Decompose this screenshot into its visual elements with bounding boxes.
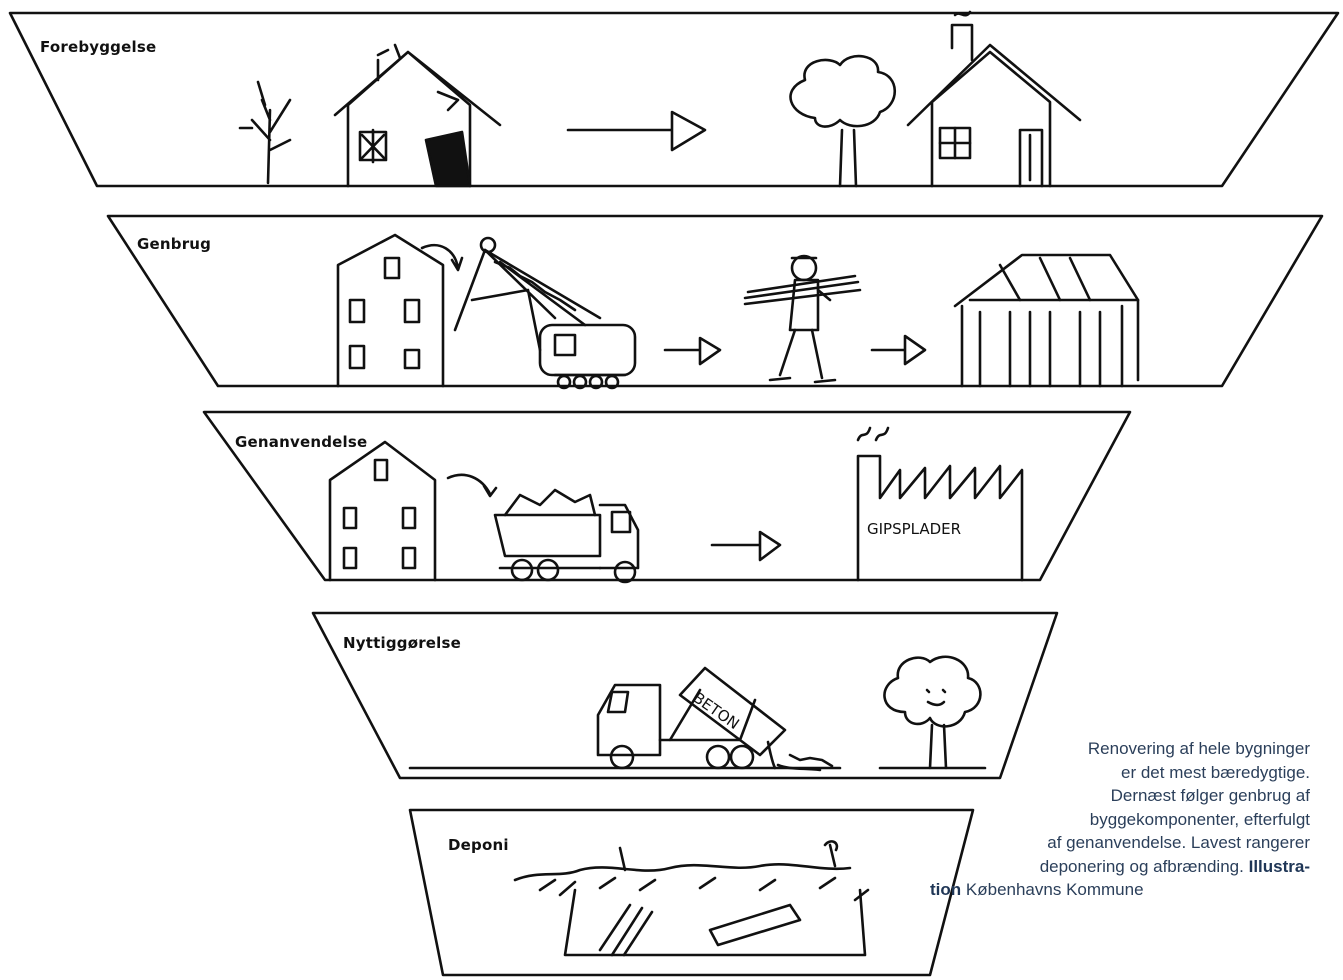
caption-line: deponering og afbrænding. — [1039, 856, 1244, 876]
apartment-building-icon — [328, 440, 498, 582]
damaged-house-icon — [333, 43, 502, 188]
tier-deponi — [408, 808, 975, 977]
tier-title-forebyggelse: Forebyggelse — [40, 38, 156, 56]
tier-frame — [8, 11, 1340, 188]
caption-line: byggekomponenter, efterfulgt — [1089, 809, 1310, 829]
arrow-icon — [663, 336, 722, 366]
figure-caption: Renovering af hele bygninger er det mest… — [930, 737, 1310, 902]
factory-sign-label: GIPSPLADER — [867, 520, 961, 538]
arrow-icon — [870, 334, 927, 366]
apartment-building-icon — [336, 233, 464, 388]
credit-label-part-2: tion — [930, 880, 962, 899]
factory-icon: GIPSPLADER — [856, 426, 1024, 582]
dump-truck-icon — [493, 488, 640, 584]
tree-icon — [789, 54, 896, 188]
credit-line: tion Københavns Kommune — [930, 878, 1310, 902]
arrow-icon — [566, 110, 707, 152]
caption-line: Dernæst følger genbrug af — [1110, 786, 1310, 805]
tier-forebyggelse — [8, 10, 1340, 188]
tipping-truck-icon: BETON — [408, 666, 987, 772]
caption-line: Renovering af hele bygninger — [1087, 739, 1310, 758]
tier-genbrug — [106, 214, 1324, 390]
caption-line: af genanvendelse. Lavest rangerer — [1047, 833, 1310, 852]
healthy-house-icon — [906, 10, 1082, 188]
tier-title-nyttiggorelse: Nyttiggørelse — [343, 634, 461, 652]
tier-title-genbrug: Genbrug — [137, 235, 211, 253]
truck-sign-label: BETON — [690, 689, 743, 734]
tier-frame — [408, 808, 975, 977]
shed-icon — [953, 253, 1140, 388]
bare-tree-icon — [238, 80, 292, 185]
tier-genanvendelse: GIPSPLADER — [202, 410, 1132, 584]
tier-title-genanvendelse: Genanvendelse — [235, 433, 367, 451]
credit-label-part-1: Illustra- — [1248, 856, 1310, 876]
tier-frame — [311, 611, 1059, 780]
tier-frame — [106, 214, 1324, 388]
tier-frame — [202, 410, 1132, 582]
arrow-icon — [710, 530, 782, 562]
tier-title-deponi: Deponi — [448, 836, 509, 854]
crane-icon — [453, 236, 637, 390]
caption-line-with-credit: deponering og afbrænding. Illustra- — [930, 855, 1310, 879]
landfill-icon — [513, 840, 870, 957]
credit-source: Københavns Kommune — [965, 880, 1144, 899]
tree-icon — [883, 655, 982, 770]
worker-carrying-planks-icon — [743, 254, 862, 384]
caption-line: er det mest bæredygtige. — [1121, 762, 1310, 782]
